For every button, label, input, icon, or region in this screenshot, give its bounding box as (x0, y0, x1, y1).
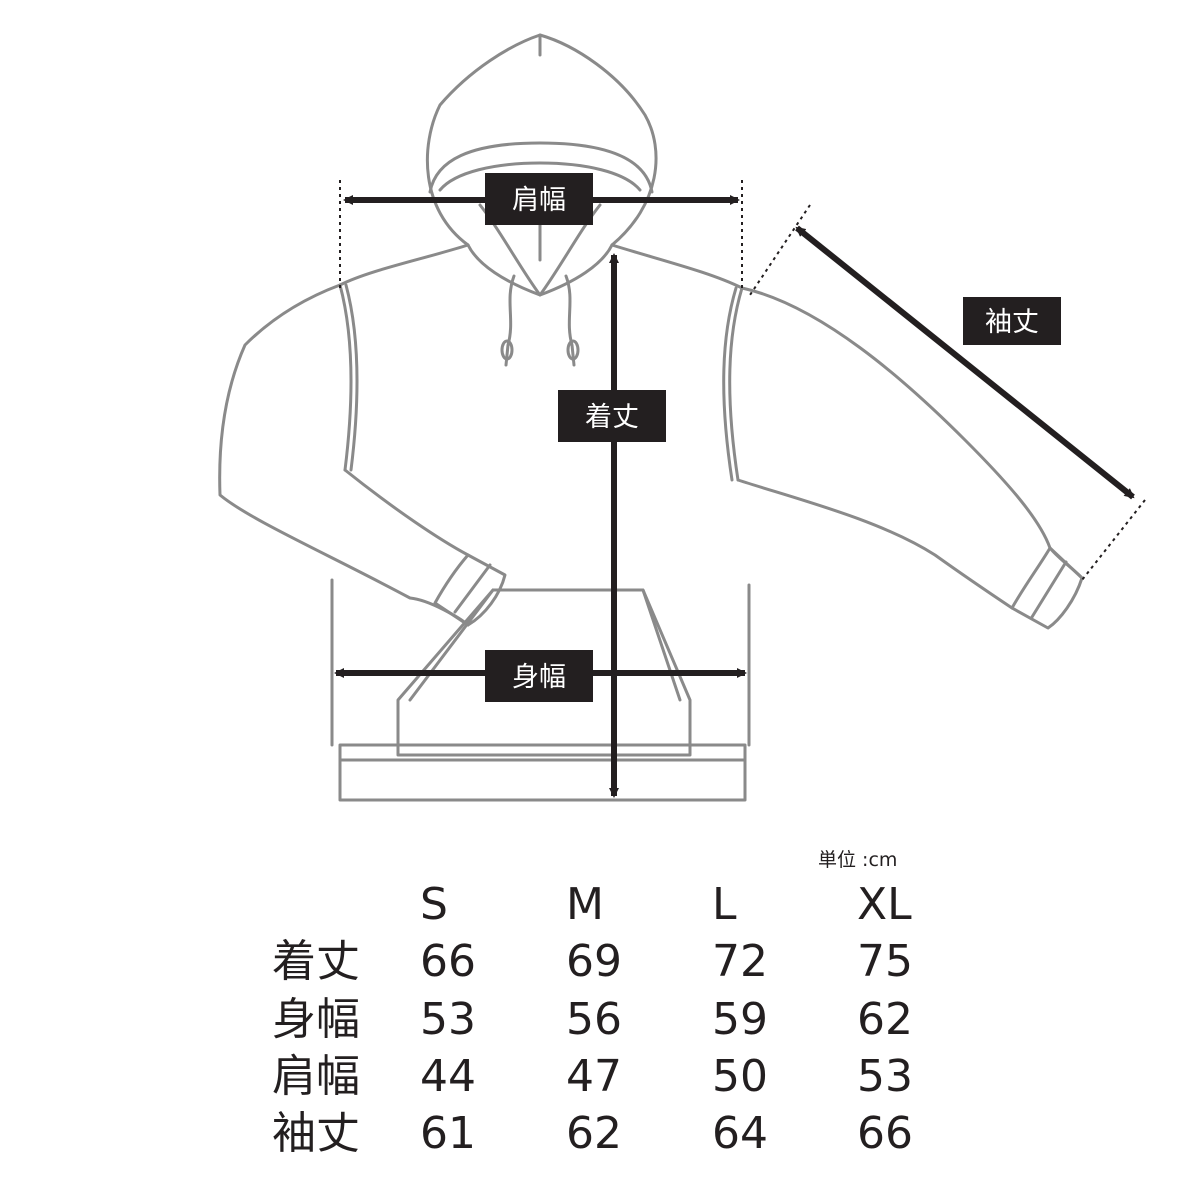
table-cell: 61 (420, 1108, 476, 1159)
sleeve-guide-bottom (1081, 499, 1146, 581)
row-label-body-length: 着丈 (272, 936, 360, 987)
table-cell: 53 (857, 1051, 913, 1102)
table-cell: 44 (420, 1051, 476, 1102)
row-label-shoulder-width: 肩幅 (272, 1051, 360, 1102)
table-cell: 62 (857, 994, 913, 1045)
shoulder-width-label: 肩幅 (512, 185, 566, 216)
column-header-s: S (420, 879, 448, 930)
table-cell: 59 (712, 994, 768, 1045)
table-cell: 75 (857, 936, 913, 987)
body-length-tag: 着丈 (558, 390, 666, 442)
row-label-body-width: 身幅 (272, 994, 360, 1045)
row-label-sleeve-length: 袖丈 (272, 1108, 360, 1159)
sleeve-length-tag: 袖丈 (963, 297, 1061, 345)
shoulder-width-tag: 肩幅 (485, 173, 593, 225)
body-width-label: 身幅 (512, 662, 566, 693)
column-header-xl: XL (857, 879, 912, 930)
table-cell: 66 (420, 936, 476, 987)
table-cell: 66 (857, 1108, 913, 1159)
table-cell: 69 (566, 936, 622, 987)
sleeve-length-label: 袖丈 (985, 307, 1039, 338)
body-length-label: 着丈 (585, 402, 639, 433)
measurement-guides (334, 180, 1146, 798)
sleeve-length-arrow (795, 225, 1135, 500)
table-cell: 62 (566, 1108, 622, 1159)
table-cell: 56 (566, 994, 622, 1045)
body-width-tag: 身幅 (485, 650, 593, 702)
hoodie-measurement-diagram: 肩幅 着丈 袖丈 身幅 (218, 33, 1146, 802)
table-cell: 50 (712, 1051, 768, 1102)
table-cell: 47 (566, 1051, 622, 1102)
table-cell: 64 (712, 1108, 768, 1159)
sleeve-guide-top (749, 204, 811, 296)
table-cell: 72 (712, 936, 768, 987)
column-header-m: M (566, 879, 604, 930)
column-header-l: L (712, 879, 737, 930)
table-cell: 53 (420, 994, 476, 1045)
unit-label: 単位 :cm (818, 849, 898, 871)
